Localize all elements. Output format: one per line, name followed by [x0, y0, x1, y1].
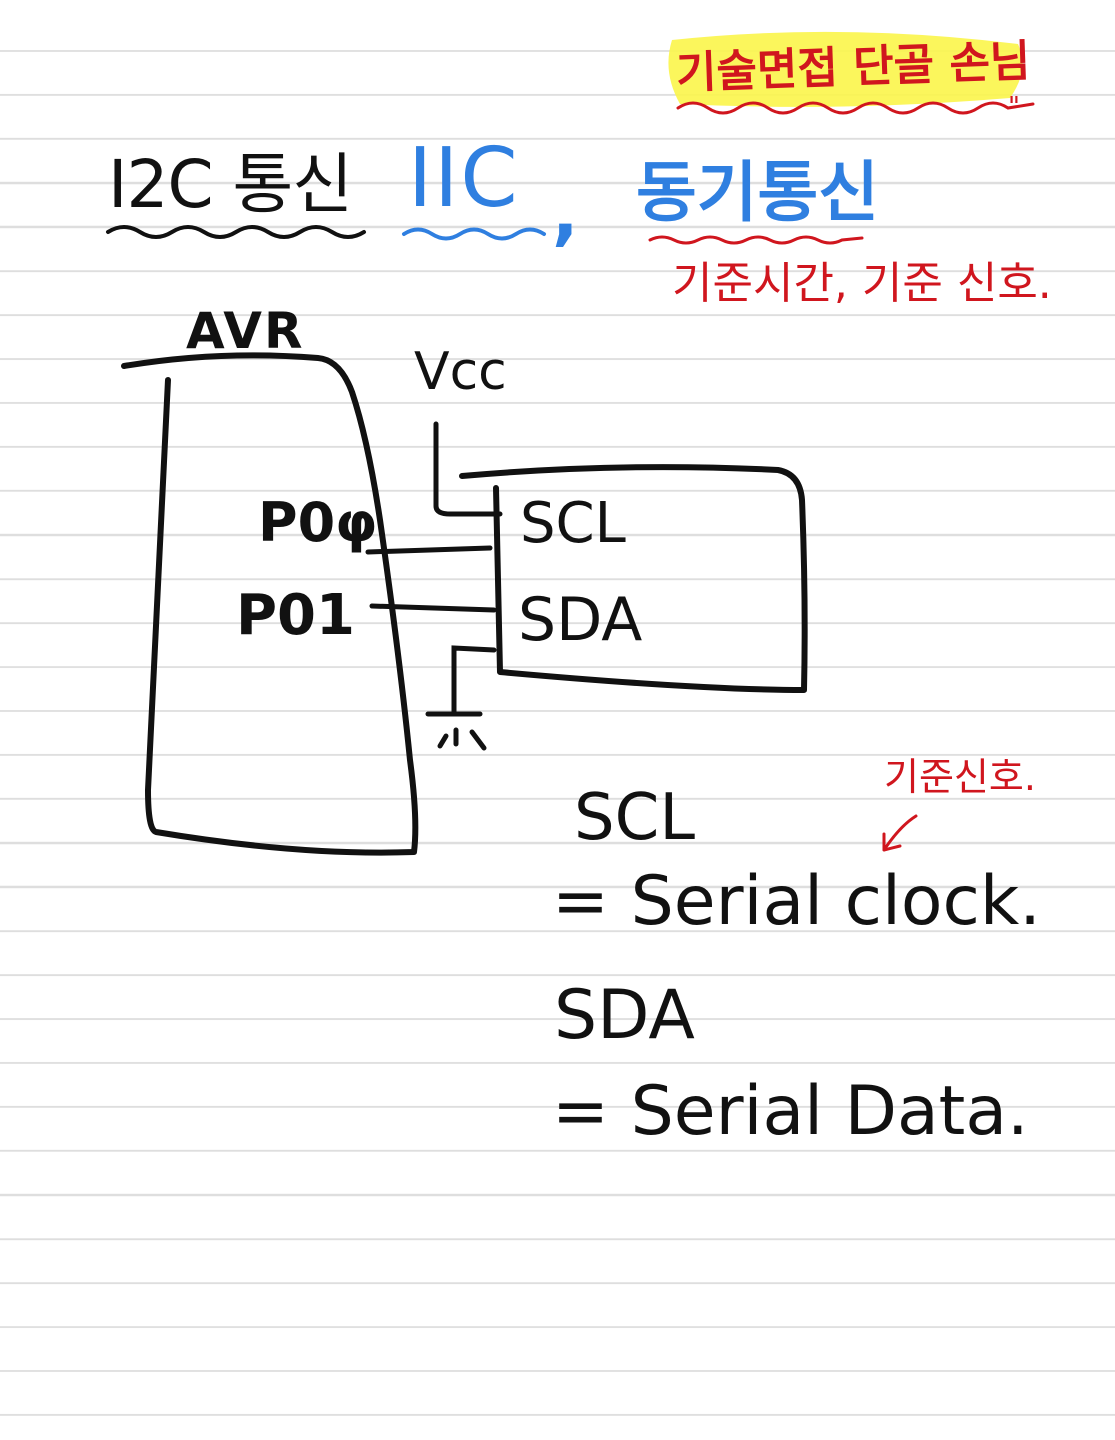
top-annotation: 기술면접 단골 손님 [675, 35, 1032, 100]
scl-wire [365, 545, 493, 555]
title-underline [106, 225, 366, 239]
sync-definition: 기준시간, 기준 신호. [672, 258, 1052, 309]
clock-annotation: 기준신호. [884, 755, 1036, 799]
pin-1-label: P01 [236, 583, 355, 648]
title-comma: , [552, 172, 579, 254]
highlight-mark [668, 31, 1023, 107]
ground-wire [451, 645, 497, 715]
iic-underline [402, 227, 546, 241]
vcc-label: Vcc [414, 342, 507, 402]
device-box-outline [459, 464, 808, 693]
page-title: I2C 통신 [108, 146, 353, 223]
sda-wire [369, 603, 497, 613]
device-pin-sda: SDA [518, 585, 643, 655]
sync-label: 동기통신 [636, 154, 879, 231]
scl-meaning: = Serial clock. [552, 862, 1041, 941]
pin-0-label: P0φ [258, 491, 378, 554]
sda-meaning: = Serial Data. [552, 1072, 1029, 1151]
vcc-wire [433, 421, 503, 517]
sync-underline [648, 235, 864, 245]
clock-arrow [882, 814, 918, 852]
avr-chip-outline [121, 352, 419, 856]
device-pin-scl: SCL [520, 491, 626, 556]
scl-heading: SCL [574, 781, 695, 855]
mcu-label: AVR [186, 302, 305, 360]
sda-heading: SDA [554, 976, 695, 1055]
annotation-underline [676, 101, 1035, 115]
title-alt: IIC [408, 131, 520, 226]
top-annotation-mark: " [1008, 92, 1020, 122]
ground-symbol [437, 727, 487, 751]
